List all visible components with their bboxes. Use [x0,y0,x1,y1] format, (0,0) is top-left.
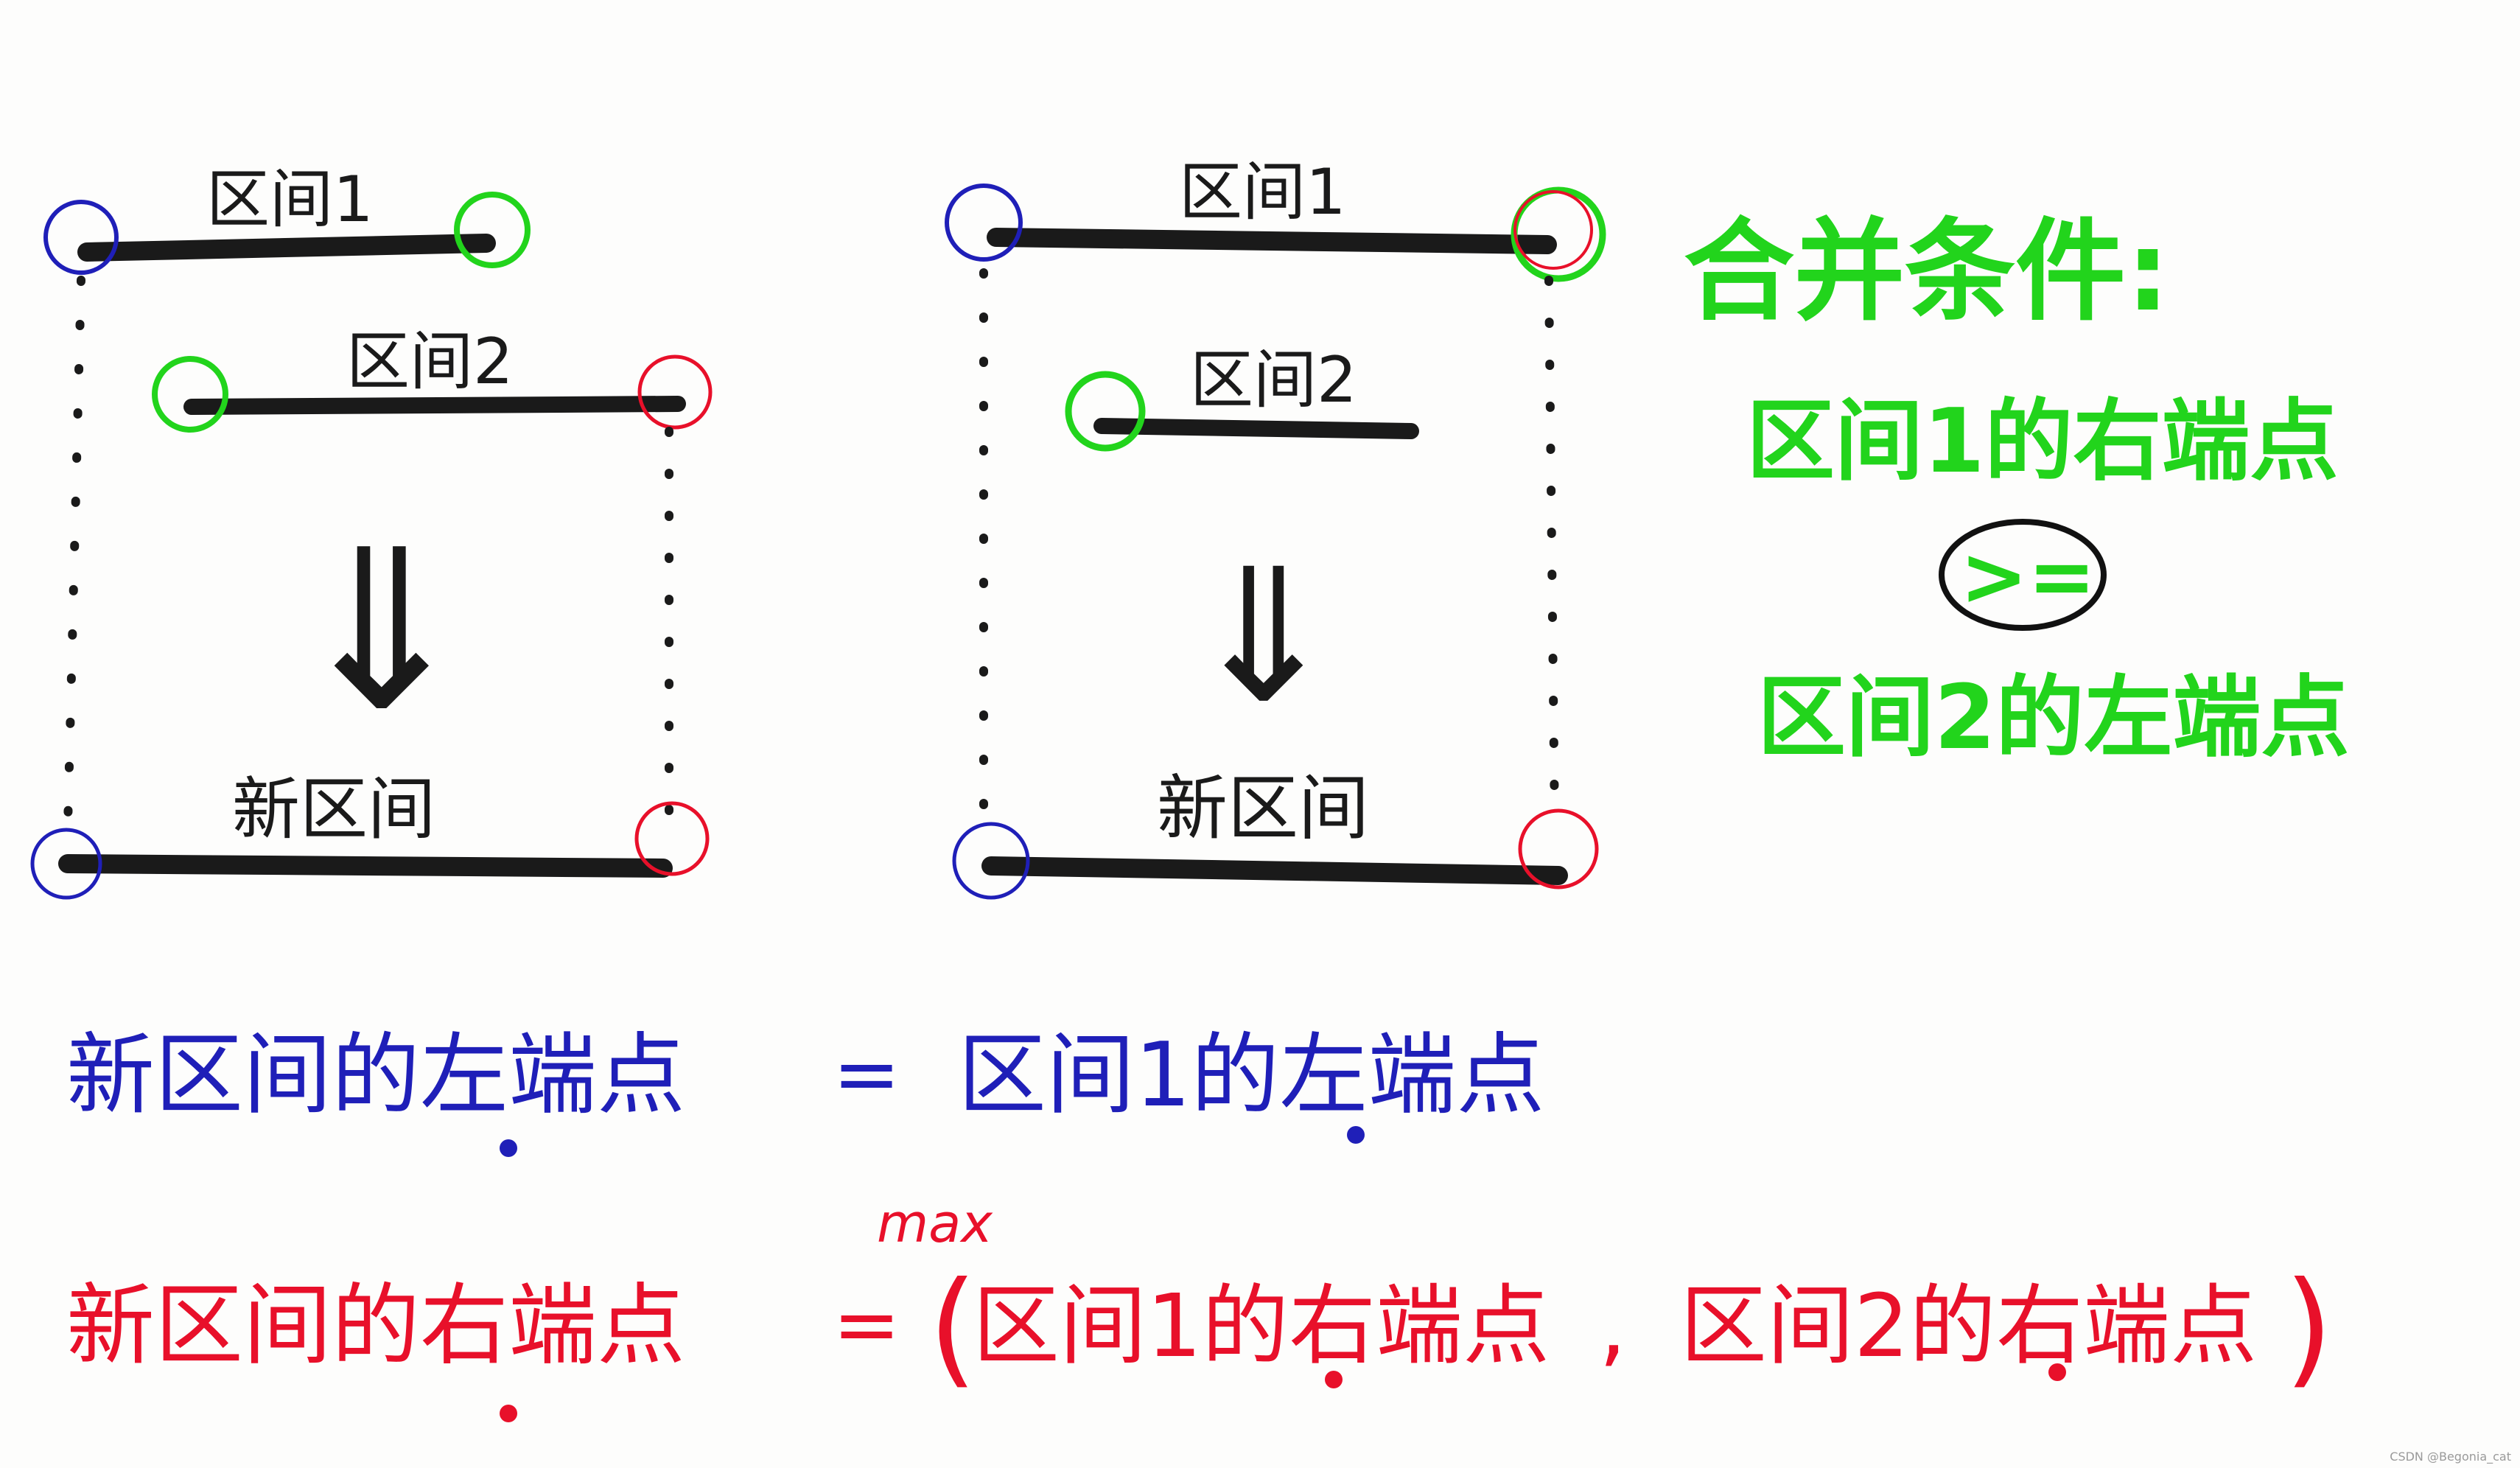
right-interval1-right-endpoint-red-circle [1513,190,1593,270]
blue-emphasis-dot-lhs [500,1139,517,1157]
right-new-interval-right-endpoint-circle [1518,808,1599,889]
red-formula-equals: = [833,1277,900,1371]
red-formula-close-paren: ) [2284,1255,2333,1401]
red-emphasis-dot-lhs [500,1405,517,1422]
left-interval2-label: 区间2 [346,325,514,399]
right-new-interval-left-endpoint-circle [952,822,1030,900]
right-interval1-left-endpoint-circle [945,184,1023,262]
red-formula-open-paren: ( [928,1255,977,1401]
right-new-interval-bar [981,856,1568,885]
right-down-arrow-icon: ⇓ [1186,529,1340,744]
right-interval1-label: 区间1 [1179,155,1346,229]
right-interval2-left-endpoint-circle [1065,371,1146,452]
blue-formula-equals: = [833,1027,900,1121]
right-guide-line-right [1544,276,1559,830]
watermark: CSDN @Begonia_cat [2390,1450,2511,1464]
left-interval1-right-endpoint-circle [454,192,531,268]
operator-circle [1939,519,2107,631]
red-formula-comma: , [1599,1275,1627,1377]
left-new-interval-bar [58,854,673,878]
red-formula-arg1: 区间1的右端点 [973,1275,1550,1377]
merge-condition: 合并条件: 区间1的右端点 >= 区间2的左端点 [1684,208,2350,769]
red-formula-max: max [877,1192,993,1254]
left-guide-line-left [63,276,85,830]
right-new-interval-label: 新区间 [1157,767,1369,850]
red-formula-arg2: 区间2的右端点 [1680,1275,2257,1377]
right-diagram: 区间1 区间2 ⇓ 新区间 [945,155,1606,900]
left-new-interval-left-endpoint-circle [30,828,102,900]
blue-formula-lhs: 新区间的左端点 [66,1024,685,1127]
blue-formula-rhs: 区间1的左端点 [958,1024,1544,1127]
red-formula-lhs: 新区间的右端点 [66,1275,685,1377]
blue-emphasis-dot-rhs [1347,1126,1365,1144]
left-new-interval-right-endpoint-circle [634,801,710,876]
merge-condition-operator: >= [1960,529,2096,623]
right-interval2-label: 区间2 [1190,343,1357,417]
left-interval2-right-endpoint-circle [637,354,713,430]
right-endpoint-formula: 新区间的右端点 = max ( 区间1的右端点 , 区间2的右端点 ) [66,1192,2333,1422]
merge-condition-line1: 区间1的右端点 [1746,391,2339,493]
left-endpoint-formula: 新区间的左端点 = 区间1的左端点 [66,1024,1544,1157]
left-down-arrow-icon: ⇓ [289,503,474,760]
merge-condition-line2: 区间2的左端点 [1757,667,2350,769]
left-new-interval-label: 新区间 [232,770,435,849]
left-diagram: 区间1 区间2 ⇓ 新区间 [30,163,713,900]
left-interval2-bar [183,396,686,415]
right-interval2-bar [1093,418,1419,439]
left-interval1-left-endpoint-circle [43,200,119,275]
red-emphasis-dot-arg1 [1325,1371,1343,1388]
merge-condition-title: 合并条件: [1684,208,2170,336]
right-interval1-bar [987,228,1557,254]
left-interval1-bar [77,234,496,262]
left-interval2-left-endpoint-circle [152,356,228,433]
red-emphasis-dot-arg2 [2048,1363,2066,1381]
left-interval1-label: 区间1 [206,163,374,237]
